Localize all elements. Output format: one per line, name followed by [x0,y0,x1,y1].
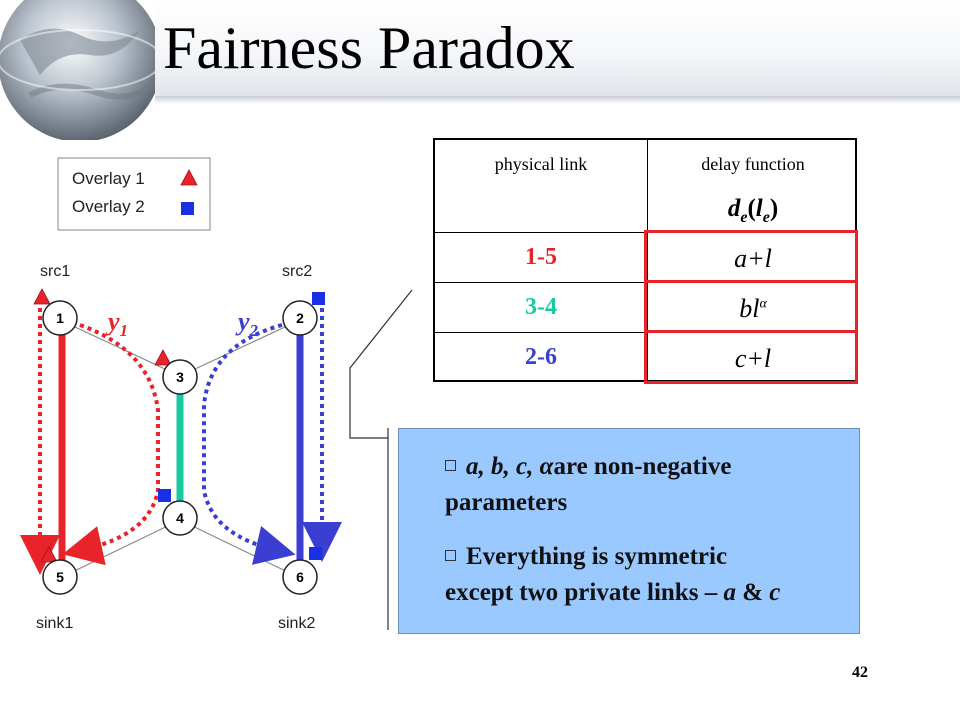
notes-callout: a, b, c, αare non-negative parameters Ev… [398,428,860,634]
svg-text:3: 3 [176,369,184,385]
overlay-2-marker-node4 [158,489,171,502]
flow-label-y1: y1 [105,307,128,340]
svg-text:6: 6 [296,569,304,585]
overlay-2-marker-sink2 [309,547,322,560]
slide-title: Fairness Paradox [163,15,575,81]
delay-function-highlight [644,230,858,384]
node-5: 5 [42,559,78,595]
title-bar-shadow [155,96,960,104]
triangle-icon [180,169,198,186]
legend: Overlay 1 Overlay 2 [57,157,211,231]
svg-text:2: 2 [296,310,304,326]
delay-function-symbol: de(le) [727,195,779,226]
note-parameters-cont: parameters [445,489,568,516]
overlay-1-marker-sink1 [40,546,58,563]
page-number: 42 [852,664,868,681]
overlay-1-marker-src1 [33,288,51,305]
row-3-link: 2-6 [525,344,557,370]
label-sink1: sink1 [36,615,73,632]
node-4: 4 [162,500,198,536]
row-2-function: blα [739,294,767,323]
svg-text:5: 5 [56,569,64,585]
overlay-1-indirect-path [62,323,160,566]
overlay-2-marker-src2 [312,292,325,305]
note-parameters: a, b, c, αare non-negative [445,449,731,485]
row-1-link: 1-5 [525,244,557,270]
node-2: 2 [282,300,318,336]
square-bullet-icon [445,549,456,561]
svg-text:1: 1 [56,310,64,326]
label-sink2: sink2 [278,615,315,632]
square-bullet-icon [445,459,456,471]
node-6: 6 [282,559,318,595]
globe-logo [0,0,160,140]
callout-connector [349,289,413,630]
label-src1: src1 [40,263,70,280]
label-src2: src2 [282,263,312,280]
flow-label-y2: y2 [235,307,259,340]
overlay-1-marker-node3 [154,349,172,366]
row-1-function: a+l [734,244,772,273]
square-icon [181,202,194,215]
header-physical-link: physical link [494,154,588,174]
table-divider-vertical [647,140,648,380]
note-symmetric-cont: except two private links – a & c [445,579,781,606]
svg-text:4: 4 [176,510,184,526]
row-3-function: c+l [734,344,772,373]
node-3: 3 [162,359,198,395]
network-diagram: Overlay 1 Overlay 2 1 2 3 [20,157,342,632]
title-bar [155,0,960,100]
row-2-link: 3-4 [525,294,557,320]
node-1: 1 [42,300,78,336]
legend-label-overlay-1: Overlay 1 [72,169,145,188]
note-symmetric: Everything is symmetric [445,539,727,575]
legend-label-overlay-2: Overlay 2 [72,197,145,216]
physical-links [59,319,301,579]
header-delay-function: delay function [701,154,805,174]
overlay-2-indirect-path [202,323,296,565]
